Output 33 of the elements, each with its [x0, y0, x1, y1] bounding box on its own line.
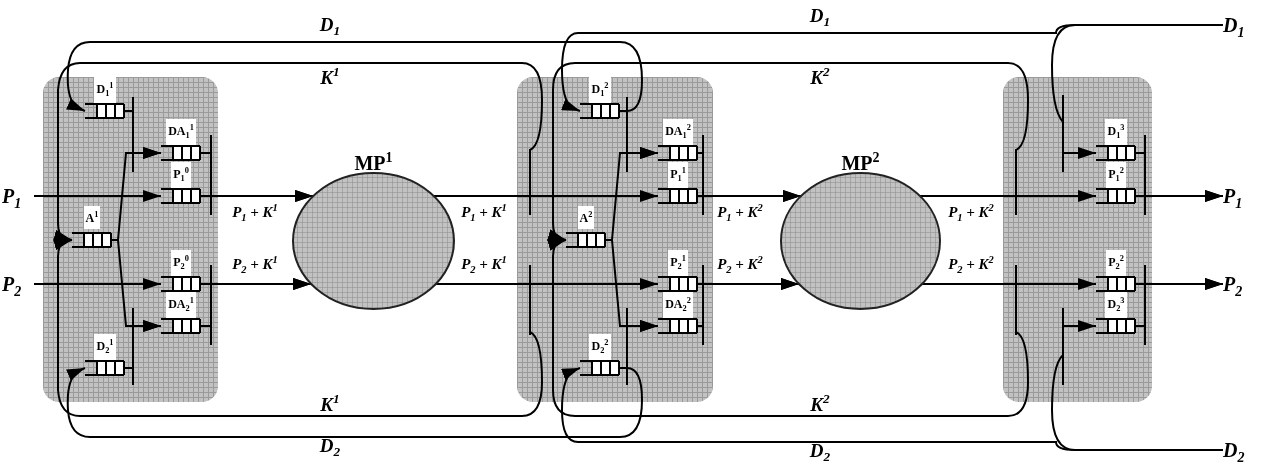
arrow	[66, 41, 643, 112]
queue-label: A$^{1}$	[83, 206, 101, 229]
queue-label: A$^{2}$	[577, 206, 595, 229]
arrow	[33, 190, 162, 202]
signal-label: D$_{2}$	[1223, 437, 1257, 463]
edge-label: K$^{2}$	[809, 63, 831, 90]
processor-label: MP$^{2}$	[841, 149, 880, 175]
station-panel	[517, 77, 713, 402]
arrow	[561, 367, 1224, 451]
station-panel	[43, 77, 218, 402]
arrow	[124, 110, 162, 159]
signal-label: P$_{1}$	[2, 183, 34, 209]
edge-label: K$^{1}$	[319, 63, 341, 90]
arrow	[66, 367, 643, 438]
edge-label: D$_{2}$	[318, 435, 342, 462]
arrow	[53, 238, 543, 417]
arrow	[547, 239, 1029, 417]
edge-label: K$^{1}$	[319, 390, 341, 417]
arrow	[561, 24, 1224, 112]
arrow	[124, 320, 162, 369]
station-panel	[1003, 77, 1152, 402]
arrow	[33, 278, 162, 290]
edge-label: D$_{1}$	[808, 5, 832, 32]
processor-label: MP$^{1}$	[354, 149, 393, 175]
arrow	[547, 62, 1029, 241]
signal-label: P$_{1}$	[1223, 183, 1257, 209]
signal-label: P$_{2}$	[2, 271, 34, 297]
edge-label: D$_{1}$	[318, 14, 342, 41]
edge-label: D$_{2}$	[808, 440, 832, 467]
signal-label: D$_{1}$	[1223, 12, 1257, 38]
arrow	[53, 62, 543, 242]
edge-label: K$^{2}$	[809, 390, 831, 417]
signal-label: P$_{2}$	[1223, 271, 1257, 297]
